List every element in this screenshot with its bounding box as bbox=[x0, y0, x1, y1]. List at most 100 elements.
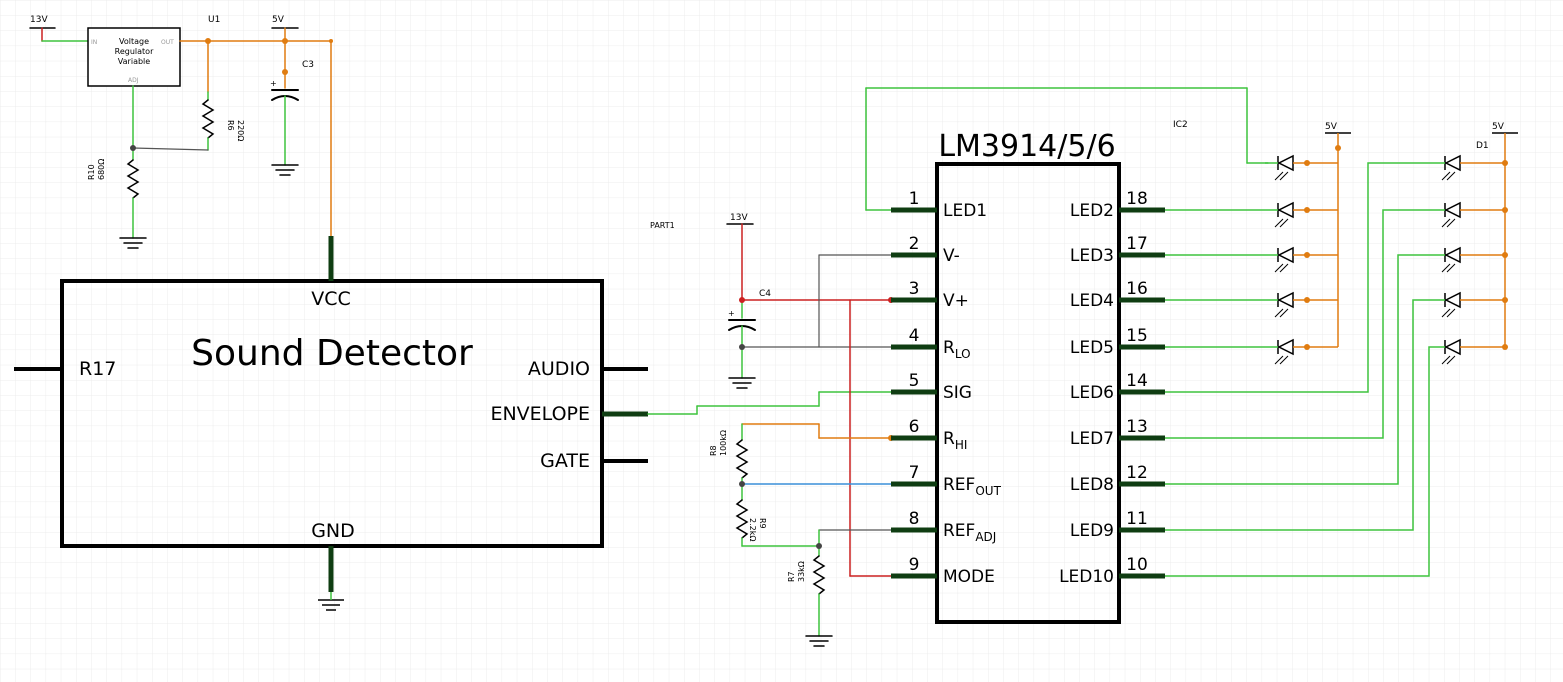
regulator-box bbox=[87, 27, 181, 87]
supply-13v-top: 13V bbox=[30, 15, 48, 25]
ic-right-pin-label: LED7 bbox=[1070, 429, 1114, 449]
ic-right-pin-label: LED2 bbox=[1070, 201, 1114, 221]
sound-detector bbox=[14, 236, 648, 611]
ic-right-pin-number: 12 bbox=[1126, 463, 1148, 483]
ic-right-pin-number: 15 bbox=[1126, 326, 1148, 346]
led-diode bbox=[1432, 246, 1474, 273]
u1-label: U1 bbox=[208, 15, 220, 25]
ic-title: LM3914/5/6 bbox=[938, 129, 1115, 164]
d1-led-junction bbox=[1502, 297, 1508, 303]
dynamic-elements: 1LED12V-3V+4RLO5SIG6RHI7REFOUT8REFADJ9MO… bbox=[891, 132, 1518, 587]
r7-name: R7 bbox=[787, 571, 796, 582]
ic-right-pin-number: 10 bbox=[1126, 555, 1148, 575]
sound-detector-gate: GATE bbox=[540, 450, 590, 472]
ic2-rail-junction bbox=[1335, 145, 1341, 151]
regulator-pin-adj: ADJ bbox=[128, 77, 139, 84]
ic-left-pin-number: 3 bbox=[909, 279, 920, 299]
d1-led-junction bbox=[1502, 160, 1508, 166]
ic-right-pin-label: LED4 bbox=[1070, 291, 1114, 311]
sound-detector-r17: R17 bbox=[79, 358, 116, 380]
ic-left-pin-number: 1 bbox=[909, 189, 920, 209]
d1-led-route-wire bbox=[1165, 209, 1432, 439]
c3-label: C3 bbox=[302, 60, 314, 70]
ic-left-pin-number: 4 bbox=[909, 326, 920, 346]
ic-right-pin-number: 13 bbox=[1126, 417, 1148, 437]
regulator-section bbox=[29, 27, 333, 249]
regulator-line3: Variable bbox=[118, 57, 150, 66]
led-diode bbox=[1432, 338, 1474, 365]
ic-right-pin-label: LED6 bbox=[1070, 383, 1114, 403]
regulator-line1: Voltage bbox=[119, 37, 149, 46]
regulator-line2: Regulator bbox=[115, 47, 154, 56]
ic-right-pin-label: LED10 bbox=[1059, 567, 1114, 587]
ic-right-pin-number: 17 bbox=[1126, 234, 1148, 254]
ic-right-pin-label: LED3 bbox=[1070, 246, 1114, 266]
c4-label: C4 bbox=[759, 289, 771, 299]
ic2-led-junction bbox=[1304, 207, 1310, 213]
ic2-label: IC2 bbox=[1173, 120, 1188, 130]
led-diode bbox=[1265, 154, 1307, 181]
ic-left-pin-number: 5 bbox=[909, 371, 920, 391]
d1-led-route-wire bbox=[1165, 162, 1432, 393]
supply-13v-mid: 13V bbox=[730, 213, 748, 223]
ic-right-pin-number: 18 bbox=[1126, 189, 1148, 209]
sound-detector-title: Sound Detector bbox=[191, 333, 473, 374]
ic-left-pin-number: 2 bbox=[909, 234, 920, 254]
ic-left-pin-number: 9 bbox=[909, 555, 920, 575]
regulator-pin-in: IN bbox=[91, 39, 97, 46]
part1-label: PART1 bbox=[650, 221, 675, 230]
r10-name: R10 bbox=[87, 164, 96, 180]
ic-left-pin-label: V+ bbox=[943, 291, 969, 311]
ic-left-pin-label: LED1 bbox=[943, 201, 987, 221]
r9-value: 2.2kΩ bbox=[748, 518, 757, 541]
d1-led-junction bbox=[1502, 207, 1508, 213]
r8-name: R8 bbox=[709, 445, 718, 456]
c4-plus: + bbox=[728, 309, 735, 318]
sound-detector-envelope: ENVELOPE bbox=[490, 403, 590, 425]
sound-detector-gnd: GND bbox=[311, 520, 355, 542]
ic2-led-junction bbox=[1304, 297, 1310, 303]
supply-5v-d1: 5V bbox=[1492, 122, 1505, 132]
r8-value: 100kΩ bbox=[719, 430, 728, 456]
ic2-led-junction bbox=[1304, 344, 1310, 350]
d1-led-route-wire bbox=[1165, 346, 1432, 577]
ic-right-pin-label: LED8 bbox=[1070, 475, 1114, 495]
supply-5v-top: 5V bbox=[272, 15, 285, 25]
ic-left-pin-number: 7 bbox=[909, 463, 920, 483]
ic-right-pin-number: 14 bbox=[1126, 371, 1148, 391]
ic2-led-junction bbox=[1304, 252, 1310, 258]
d1-led-route-wire bbox=[1165, 254, 1432, 485]
d1-led-junction bbox=[1502, 252, 1508, 258]
r9-name: R9 bbox=[758, 518, 767, 529]
labels: 13V 5V U1 Voltage Regulator Variable IN … bbox=[30, 15, 1505, 582]
ic-left-pin-label: V- bbox=[943, 246, 960, 266]
regulator-pin-out: OUT bbox=[161, 39, 174, 46]
ic-left-pin-number: 8 bbox=[909, 509, 920, 529]
ic2-led-junction bbox=[1304, 160, 1310, 166]
ic-right-pin-number: 11 bbox=[1126, 509, 1148, 529]
led-diode bbox=[1432, 291, 1474, 318]
ic-right-pin-label: LED5 bbox=[1070, 338, 1114, 358]
r7-value: 33kΩ bbox=[797, 561, 806, 582]
ic-right-pin-number: 16 bbox=[1126, 279, 1148, 299]
sound-detector-audio: AUDIO bbox=[528, 358, 590, 380]
d1-led-route-wire bbox=[1165, 299, 1432, 531]
led-diode bbox=[1432, 154, 1474, 181]
ic-right-pin-label: LED9 bbox=[1070, 521, 1114, 541]
ic-left-pin-number: 6 bbox=[909, 417, 920, 437]
r10-value: 680Ω bbox=[97, 159, 106, 180]
d1-led-junction bbox=[1502, 344, 1508, 350]
d1-label: D1 bbox=[1476, 141, 1489, 151]
sound-detector-vcc: VCC bbox=[311, 288, 351, 310]
r6-name: R6 bbox=[226, 120, 235, 131]
supply-5v-ic2: 5V bbox=[1325, 122, 1338, 132]
ic-left-pin-label: SIG bbox=[943, 383, 972, 403]
led-diode bbox=[1432, 201, 1474, 228]
ic-left-pin-label: MODE bbox=[943, 567, 995, 587]
c3-plus: + bbox=[270, 79, 277, 88]
middle-wiring bbox=[647, 87, 1269, 647]
r6-value: 220Ω bbox=[236, 120, 245, 141]
